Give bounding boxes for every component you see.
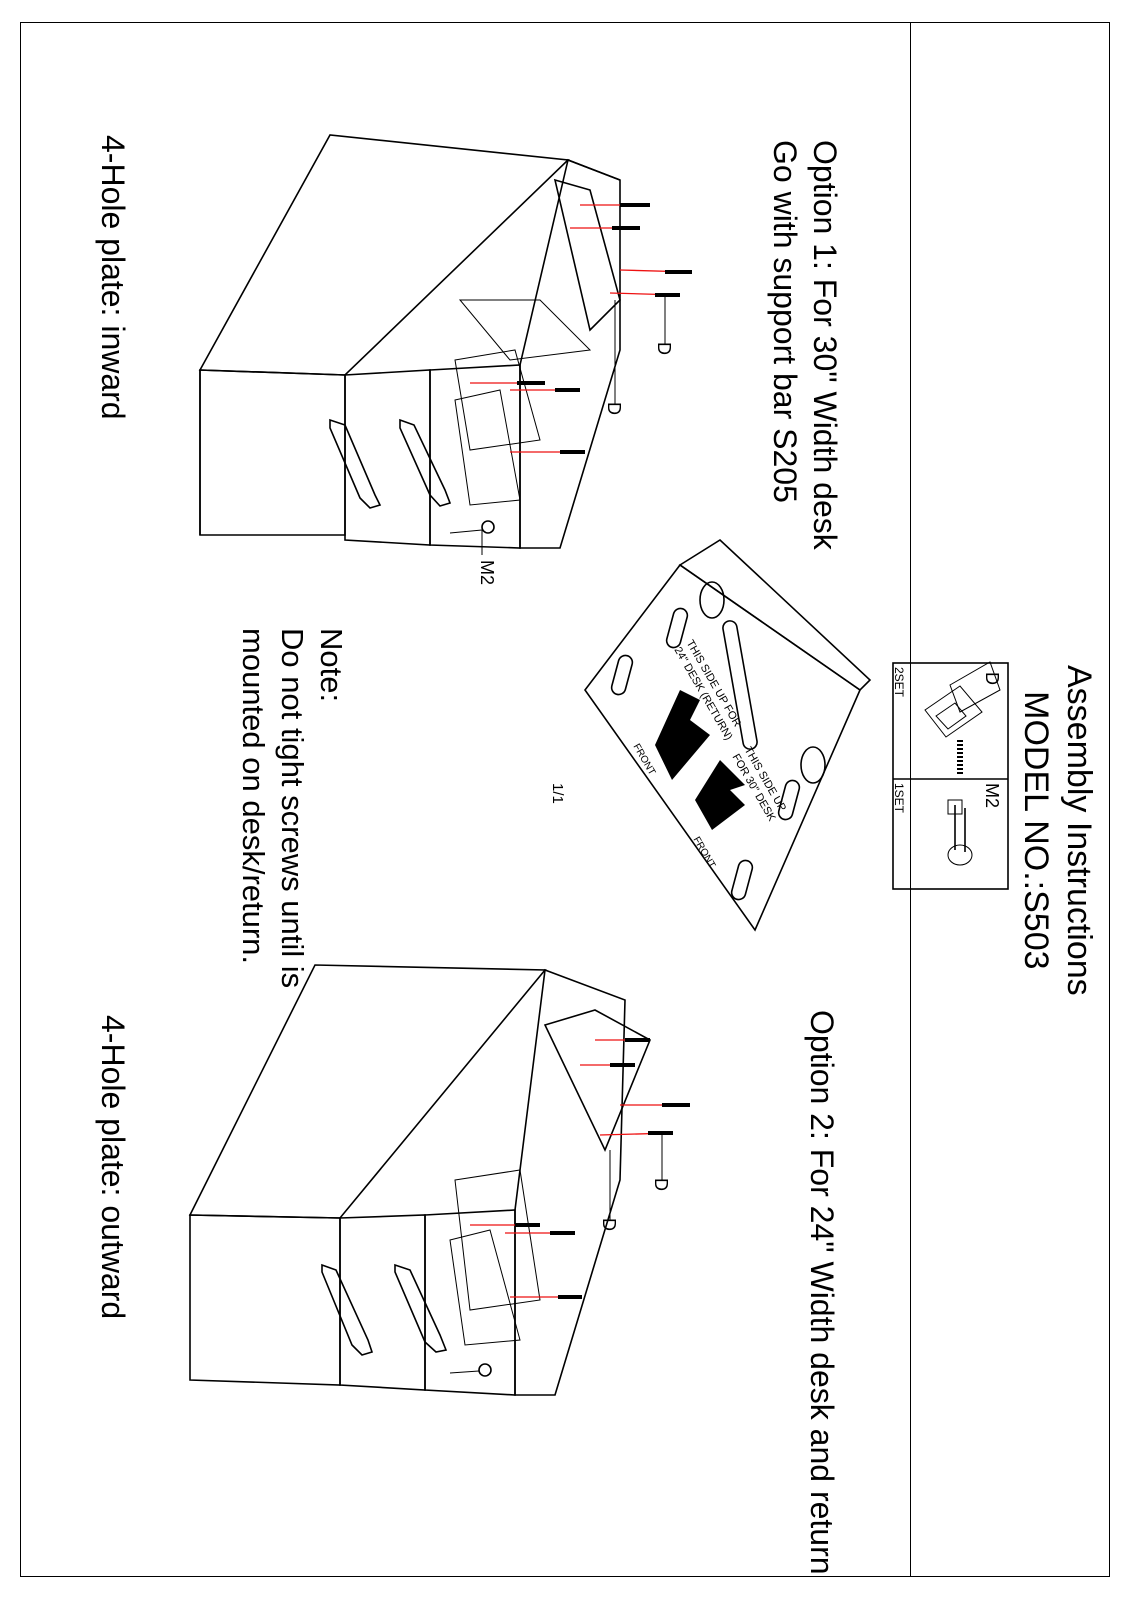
title-line-1: Assembly Instructions xyxy=(1060,665,1098,996)
note-line-2: mounted on desk/return. xyxy=(236,628,272,965)
option1-lock-callout: M2 xyxy=(477,560,497,586)
part-m2-code: M2 xyxy=(982,783,1002,809)
screws-option1 xyxy=(470,203,693,454)
option1-line-2: Go with support bar S205 xyxy=(767,140,803,503)
document-title: Assembly Instructions MODEL NO.:S503 xyxy=(1015,665,1100,996)
cabinet-option1 xyxy=(198,134,693,555)
option2-screw-callout-b: D xyxy=(599,1218,619,1231)
parts-box xyxy=(892,661,1009,890)
option2-caption: 4-Hole plate: outward xyxy=(95,1015,131,1320)
model-number: MODEL NO.:S503 xyxy=(1017,691,1056,970)
part-m2-qty: 1SET xyxy=(892,783,906,814)
option1-caption: 4-Hole plate: inward xyxy=(95,135,131,420)
part-d-qty: 2SET xyxy=(892,667,906,698)
screws-option2 xyxy=(470,1038,690,1299)
page-number: 1/1 xyxy=(549,783,566,804)
cabinet-option2 xyxy=(188,964,690,1396)
option2-heading: Option 2: For 24" Width desk and return xyxy=(804,1010,840,1575)
option1-screw-callout-a: D xyxy=(654,342,674,355)
option1-screw-callout-b: D xyxy=(604,402,624,415)
page-border xyxy=(20,22,1110,1577)
part-d-icon xyxy=(924,661,1001,775)
note-heading: Note: xyxy=(314,628,349,703)
note-block: Note: Do not tight screws until is mount… xyxy=(234,628,350,988)
note-line-1: Do not tight screws until is xyxy=(275,628,311,989)
option1-line-1: Option 1: For 30" Width desk xyxy=(807,140,843,550)
option2-screw-callout-a: D xyxy=(651,1178,671,1191)
key-icon xyxy=(947,799,973,866)
plate-detail xyxy=(584,538,872,932)
title-block-divider xyxy=(910,22,911,1577)
part-d-code: D xyxy=(982,672,1002,685)
option1-heading: Option 1: For 30" Width desk Go with sup… xyxy=(765,140,845,550)
